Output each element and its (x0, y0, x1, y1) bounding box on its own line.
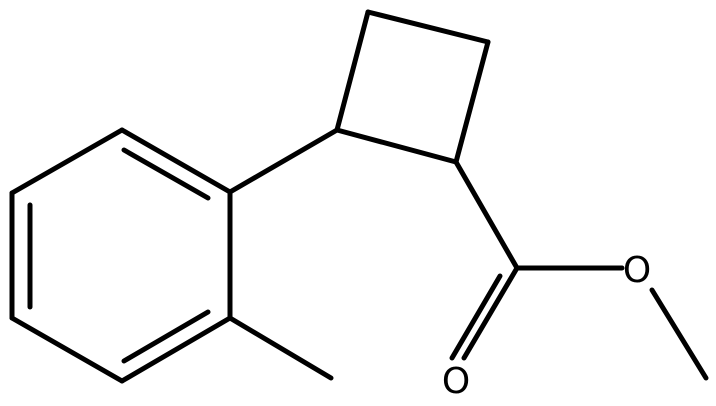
bond-cyclobutane-bottom (334, 127, 459, 165)
bond-carbonyl-double-a (461, 265, 520, 361)
methyl-ester-group (449, 159, 709, 381)
bond-cyclobutane-left (334, 9, 371, 133)
ether-oxygen-label: O (623, 250, 651, 291)
bond-carbonyl-double-b (449, 273, 503, 361)
bond-benzene-2 (9, 127, 125, 196)
bond-benzene-double-upper (121, 147, 211, 201)
bond-benzene-1 (119, 127, 233, 195)
bond-benzene-double-lower (121, 309, 211, 364)
cyclobutane-ring (334, 9, 491, 165)
bond-cyclobutane-top (365, 9, 491, 45)
bond-ring-to-aryl (227, 127, 340, 195)
bond-benzene-5 (119, 315, 233, 384)
bond-benzene-4 (9, 315, 125, 384)
bond-cyclobutane-right (453, 39, 491, 165)
bond-ring-to-carbonyl (453, 159, 520, 271)
carbonyl-oxygen-label: O (442, 361, 470, 402)
benzene-ring (9, 127, 233, 384)
bond-aryl-methyl (227, 315, 334, 381)
bond-ether-oxygen-to-methyl (649, 287, 709, 381)
